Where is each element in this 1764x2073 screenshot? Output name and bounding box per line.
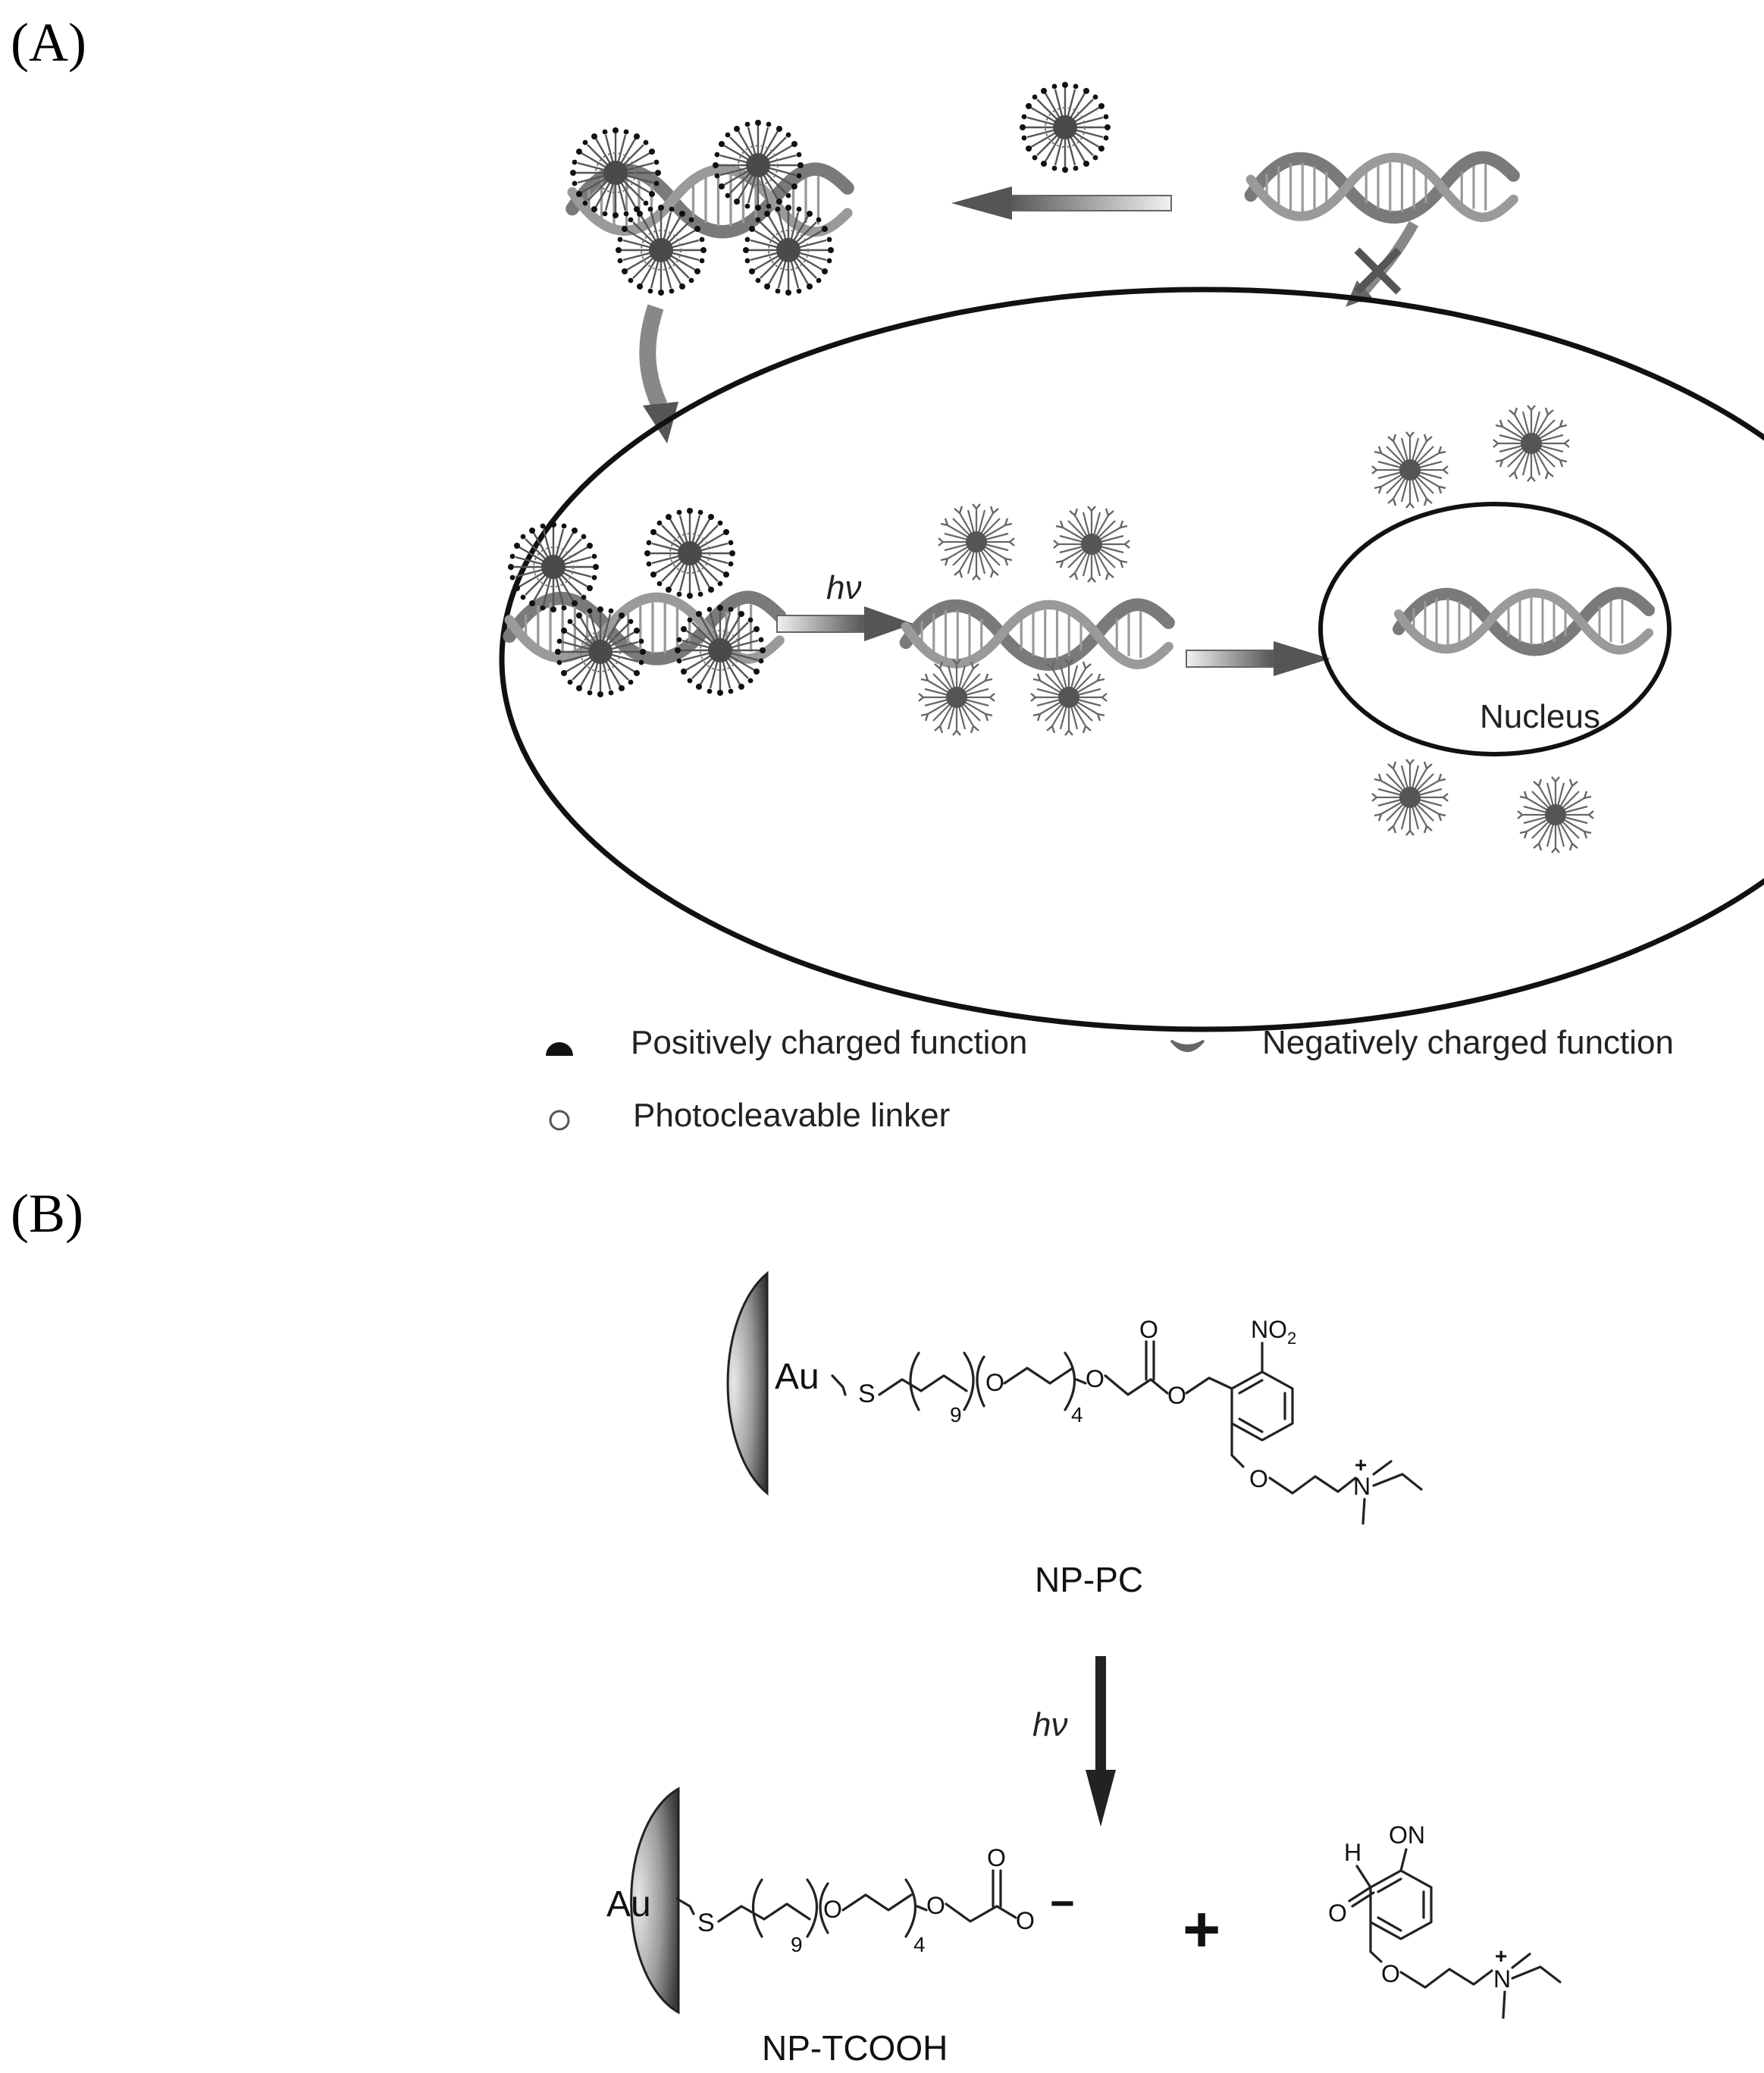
np-tcooh-structure: Au S 9 O 4 O O O − NP-TCOOH <box>606 1786 1075 2068</box>
ether-oxygen-label: O <box>1249 1465 1268 1492</box>
photocleavable-linker-icon <box>549 1110 570 1131</box>
hv-label-b: hν <box>1032 1706 1067 1743</box>
oxygen-1-label: O <box>985 1369 1004 1396</box>
gold-nanoparticle-2 <box>630 1786 680 2015</box>
legend-linker: Photocleavable linker <box>633 1097 950 1134</box>
np-positive-free <box>1018 80 1112 174</box>
carbonyl-oxygen-label-2: O <box>987 1844 1006 1871</box>
blocked-entry-arrow <box>1346 221 1419 307</box>
sulfur-label-2: S <box>697 1909 715 1937</box>
positive-charge-label-2: + <box>1495 1944 1507 1968</box>
panel-b-label: (B) <box>11 1183 83 1244</box>
oxygen-2-label: O <box>1086 1365 1104 1392</box>
legend-negative: Negatively charged function <box>1262 1024 1674 1061</box>
ether-oxygen-label-2: O <box>1381 1960 1400 1987</box>
ester-oxygen-label: O <box>1167 1382 1186 1409</box>
released-dna <box>906 605 1169 665</box>
oxygen-2-label-2: O <box>926 1892 945 1919</box>
np-pc-label: NP-PC <box>1035 1560 1143 1599</box>
free-dna <box>1251 158 1514 218</box>
cell-membrane <box>499 287 1764 1032</box>
ammonium-nitrogen-label-2: N <box>1493 1965 1511 1993</box>
nucleus <box>1318 502 1672 756</box>
dna-np-complex-outside <box>570 118 848 297</box>
np-negative-released <box>917 503 1131 737</box>
complex-formation-arrow <box>951 186 1172 220</box>
nucleus-delivery-arrow <box>1186 641 1330 676</box>
subscript-4: 4 <box>1071 1403 1083 1426</box>
ammonium-nitrogen-label: N <box>1353 1473 1371 1500</box>
positive-charge-label: + <box>1355 1453 1367 1476</box>
nitroso-group-label: ON <box>1389 1821 1425 1849</box>
au-label: Au <box>775 1357 819 1397</box>
hv-label-a: hν <box>826 569 861 606</box>
np-tcooh-label: NP-TCOOH <box>762 2028 948 2068</box>
panel-a-diagram: hν Nucleus <box>499 80 1764 1134</box>
carboxylate-oxygen-label: O <box>1016 1907 1035 1934</box>
oxygen-1-label-2: O <box>823 1896 842 1923</box>
dna-np-complex-inside <box>508 506 779 699</box>
legend: Positively charged function Negatively c… <box>546 1024 1674 1134</box>
byproduct-structure: H O ON O N + <box>1328 1821 1562 2019</box>
photocleavage-arrow: hν <box>776 569 913 641</box>
carbonyl-oxygen-label: O <box>1139 1316 1158 1343</box>
aldehyde-hydrogen-label: H <box>1344 1839 1361 1866</box>
nitro-group-label: NO2 <box>1251 1316 1296 1348</box>
gold-nanoparticle <box>726 1270 769 1496</box>
np-pc-structure: Au S 9 O 4 O O O NO2 O N + <box>726 1270 1423 1599</box>
negative-charge-icon <box>1170 1039 1205 1052</box>
photolysis-arrow: hν <box>1032 1656 1116 1827</box>
reaction-plus-sign: + <box>1183 1893 1220 1966</box>
subscript-9-2: 9 <box>791 1933 803 1956</box>
legend-positive: Positively charged function <box>631 1024 1027 1061</box>
au-label-2: Au <box>606 1884 651 1924</box>
nucleus-label: Nucleus <box>1480 698 1600 735</box>
panel-a-label: (A) <box>11 12 86 73</box>
negative-charge-label: − <box>1050 1879 1075 1927</box>
positive-charge-icon <box>546 1042 573 1056</box>
sulfur-label: S <box>858 1379 876 1408</box>
nuclear-dna <box>1399 593 1649 650</box>
subscript-4-2: 4 <box>913 1933 926 1956</box>
subscript-9: 9 <box>950 1403 962 1426</box>
aldehyde-oxygen-label: O <box>1328 1899 1347 1927</box>
